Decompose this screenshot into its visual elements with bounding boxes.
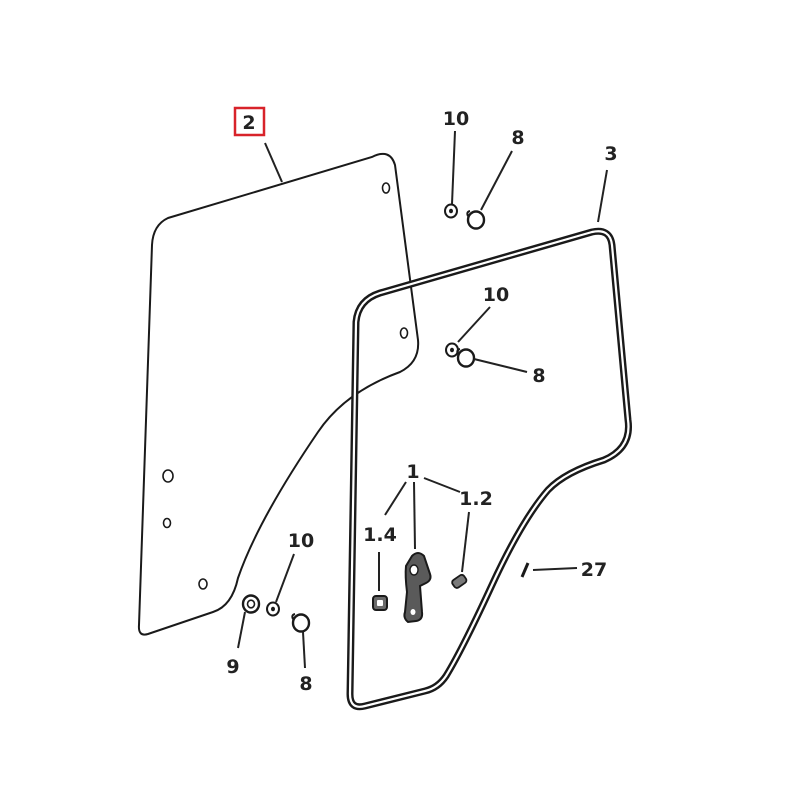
callout-seal[interactable]: 3 [604, 143, 617, 165]
knob-bottom [291, 613, 311, 633]
callout-handle-assembly[interactable]: 1 [406, 461, 419, 483]
handle-pin [451, 573, 468, 589]
callout-handle-pin[interactable]: 1.2 [459, 488, 493, 510]
handle-insert [372, 595, 388, 611]
washer-bottom [266, 601, 280, 617]
glass-hole-left-mid [162, 517, 172, 529]
callout-washer-mid[interactable]: 10 [483, 284, 509, 306]
glass-hole-bottom [198, 578, 208, 590]
glass-hole-mid [399, 327, 409, 339]
callout-handle-insert[interactable]: 1.4 [363, 524, 397, 546]
leader-lines [237, 130, 608, 669]
callout-knob-bottom[interactable]: 8 [299, 673, 312, 695]
callout-washer-bottom[interactable]: 10 [288, 530, 314, 552]
callout-knob-mid[interactable]: 8 [532, 365, 545, 387]
callout-washer-top[interactable]: 10 [443, 108, 469, 130]
clip [520, 562, 530, 578]
callout-clip[interactable]: 27 [581, 559, 607, 581]
spacer-bottom [241, 594, 261, 614]
callout-glass[interactable]: 2 [242, 112, 255, 134]
knob-mid [456, 348, 476, 368]
door-handle [403, 552, 432, 624]
door-seal [346, 227, 632, 711]
selected-callout-box [233, 106, 266, 137]
glass-hole-top [381, 182, 391, 194]
callout-spacer-bottom[interactable]: 9 [226, 656, 239, 678]
glass-hole-left-top [162, 469, 174, 483]
washer-top [444, 203, 458, 219]
door-glass-panel [137, 152, 420, 636]
knob-top [466, 210, 486, 230]
callout-knob-top[interactable]: 8 [511, 127, 524, 149]
washer-mid [445, 342, 459, 358]
